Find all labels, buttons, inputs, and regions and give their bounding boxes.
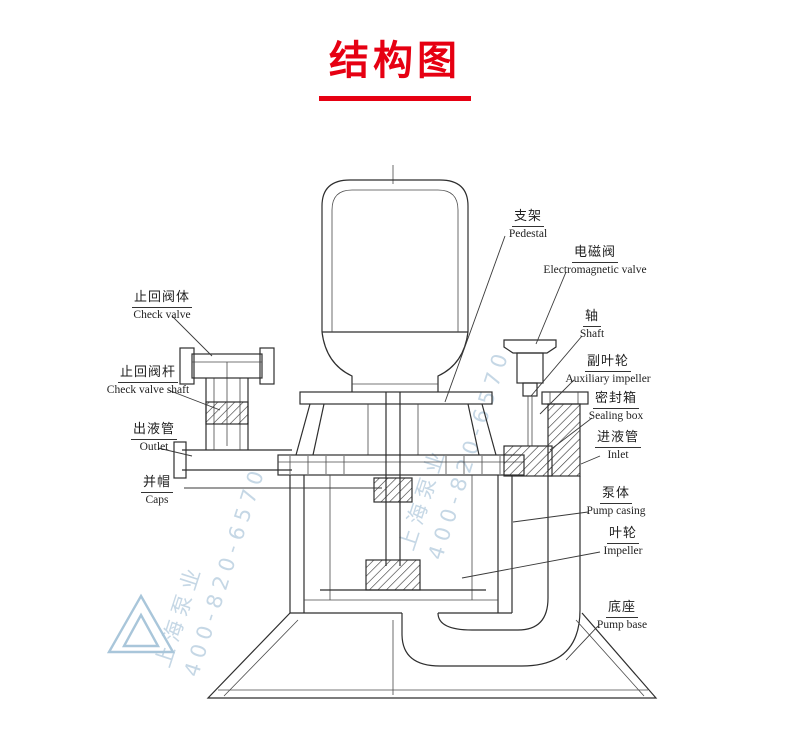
label-check-valve-shaft-en: Check valve shaft (106, 383, 190, 396)
label-impeller: 叶轮 Impeller (588, 523, 658, 558)
cover-plate (277, 454, 525, 476)
label-pump-casing-en: Pump casing (586, 504, 646, 517)
title-block: 结构图 (0, 28, 790, 101)
brand-triangle-logo-icon (106, 593, 176, 654)
label-sealing-box-zh: 密封箱 (592, 391, 639, 409)
title-underline (319, 96, 471, 101)
label-pedestal-en: Pedestal (508, 227, 548, 240)
page-title: 结构图 (329, 38, 461, 84)
label-sealing-box-en: Sealing box (588, 409, 644, 422)
label-pump-base: 底座 Pump base (580, 597, 664, 632)
label-check-valve: 止回阀体 Check valve (116, 287, 208, 322)
label-check-valve-en: Check valve (133, 308, 191, 321)
label-electromagnetic-valve-en: Electromagnetic valve (543, 263, 647, 276)
label-shaft-zh: 轴 (582, 309, 601, 327)
label-sealing-box: 密封箱 Sealing box (576, 388, 656, 423)
label-inlet-zh: 进液管 (594, 430, 641, 448)
pedestal-part (295, 391, 497, 456)
label-check-valve-shaft-zh: 止回阀杆 (117, 365, 178, 383)
sealing-box-part (503, 445, 553, 477)
label-pump-base-zh: 底座 (605, 600, 638, 618)
label-shaft-en: Shaft (579, 327, 605, 340)
label-caps: 并帽 Caps (128, 472, 186, 507)
label-inlet-en: Inlet (607, 448, 629, 461)
label-pump-casing-zh: 泵体 (599, 486, 632, 504)
label-pedestal: 支架 Pedestal (488, 206, 568, 241)
label-outlet-zh: 出液管 (130, 422, 177, 440)
label-check-valve-shaft: 止回阀杆 Check valve shaft (92, 362, 204, 397)
label-check-valve-zh: 止回阀体 (131, 290, 192, 308)
label-electromagnetic-valve: 电磁阀 Electromagnetic valve (532, 242, 658, 277)
pump-casing-part (289, 475, 513, 614)
label-auxiliary-impeller-zh: 副叶轮 (584, 354, 631, 372)
label-auxiliary-impeller-en: Auxiliary impeller (565, 372, 651, 385)
label-caps-en: Caps (145, 493, 169, 506)
label-auxiliary-impeller: 副叶轮 Auxiliary impeller (552, 351, 664, 386)
label-pump-base-en: Pump base (596, 618, 648, 631)
label-caps-zh: 并帽 (140, 475, 173, 493)
shaft-and-impeller (320, 392, 486, 591)
check-valve-assembly (173, 347, 292, 479)
label-shaft: 轴 Shaft (562, 306, 622, 341)
leader-lines (157, 235, 601, 661)
label-electromagnetic-valve-zh: 电磁阀 (571, 245, 618, 263)
label-impeller-zh: 叶轮 (606, 526, 639, 544)
label-inlet: 进液管 Inlet (588, 427, 648, 462)
label-outlet: 出液管 Outlet (120, 419, 188, 454)
inlet-pipe (401, 391, 589, 667)
motor (321, 179, 469, 392)
pump-base-part (206, 612, 658, 699)
label-pump-casing: 泵体 Pump casing (572, 483, 660, 518)
label-impeller-en: Impeller (603, 544, 643, 557)
label-outlet-en: Outlet (139, 440, 169, 453)
label-pedestal-zh: 支架 (511, 209, 544, 227)
